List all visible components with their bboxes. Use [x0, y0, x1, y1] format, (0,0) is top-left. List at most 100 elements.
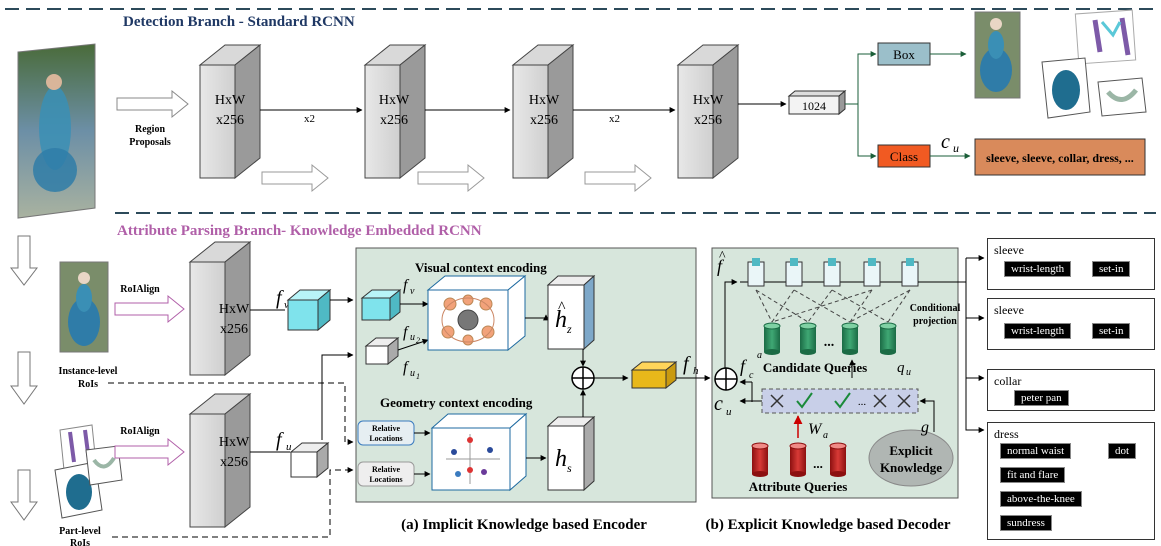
- down-arrow-1: [9, 235, 39, 286]
- det-block4-channels: x256: [694, 113, 722, 128]
- fc-1024-box: [787, 89, 847, 116]
- attribute-queries-label: Attribute Queries: [749, 479, 848, 494]
- hollow-arrow-2: [417, 163, 485, 193]
- attr-block1-channels: x256: [220, 322, 248, 337]
- hs-symbol: h: [555, 446, 567, 472]
- class-output-text: sleeve, sleeve, collar, dress, ...: [986, 151, 1134, 165]
- det-block1-channels: x256: [216, 113, 244, 128]
- roialign-arrow-2: [114, 437, 185, 467]
- output-category: collar: [994, 374, 1022, 388]
- region-proposals-label-1: Region: [135, 124, 165, 135]
- visual-context-title: Visual context encoding: [415, 260, 547, 275]
- candidate-queries-label: Candidate Queries: [763, 360, 867, 375]
- roialign-label-1: RoIAlign: [120, 284, 160, 295]
- class-output-bar: [974, 138, 1146, 176]
- rel-loc1-line2: Locations: [369, 434, 402, 443]
- hz-hat: ^: [558, 299, 566, 316]
- wa-subscript: a: [823, 430, 828, 441]
- enc-fv-subscript: v: [410, 286, 415, 297]
- fh-subscript: h: [693, 365, 699, 377]
- det-block2-size: HxW: [379, 93, 410, 108]
- attribute-tag: above-the-knee: [1000, 491, 1082, 507]
- rel-loc2-line2: Locations: [369, 475, 402, 484]
- attribute-tag: fit and flare: [1000, 467, 1066, 483]
- part-rois-label-2: RoIs: [70, 538, 90, 546]
- hollow-arrow-3: [584, 163, 652, 193]
- fhat-route: [724, 279, 738, 373]
- fu-to-encoder: [321, 352, 354, 440]
- attribute-tag: dot: [1108, 443, 1137, 459]
- attr-block2-channels: x256: [220, 455, 248, 470]
- instance-roi-image: [59, 261, 109, 353]
- fhat-symbol: f: [717, 256, 725, 276]
- geometry-context-cube: [430, 412, 528, 492]
- query-cross-lines: [755, 289, 911, 323]
- instance-roi-dashed-route: [108, 382, 354, 445]
- roialign-arrow-1: [114, 294, 185, 324]
- fu-feature-cube: [289, 441, 330, 479]
- attribute-selection-bar: [761, 388, 919, 414]
- region-proposals-label-2: Proposals: [129, 137, 171, 148]
- det-block4-size: HxW: [693, 93, 724, 108]
- down-arrow-2: [10, 351, 38, 405]
- fh-feature-cube: [630, 360, 678, 390]
- g-symbol: g: [921, 419, 929, 436]
- attribute-tag: normal waist: [1000, 443, 1072, 459]
- x2-label-2: x2: [609, 113, 620, 125]
- detection-branch-title: Detection Branch - Standard RCNN: [123, 14, 355, 30]
- attr-block1-size: HxW: [219, 302, 250, 317]
- class-label: Class: [890, 149, 918, 164]
- hz-symbol: h: [555, 307, 567, 333]
- candidate-dots: ...: [824, 335, 835, 350]
- rel-loc2-line1: Relative: [372, 465, 400, 474]
- attribute-query-cylinders: [751, 442, 847, 477]
- decoder-caption: (b) Explicit Knowledge based Decoder: [706, 517, 951, 533]
- wa-symbol: W: [808, 421, 823, 438]
- fu-symbol: f: [276, 429, 284, 451]
- det-block3-channels: x256: [530, 113, 558, 128]
- box-label: Box: [893, 47, 915, 62]
- enc-fu1-symbol: f: [403, 359, 410, 376]
- attribute-branch-title: Attribute Parsing Branch- Knowledge Embe…: [117, 223, 482, 239]
- detection-feature-block-4: [676, 43, 740, 180]
- region-proposals-arrow: [116, 89, 189, 119]
- qu-symbol: q: [897, 360, 905, 376]
- instance-rois-label-1: Instance-level: [59, 366, 118, 377]
- enc-fu2-subsub: 2: [416, 336, 420, 345]
- branch-to-class: [857, 104, 877, 159]
- rel-loc1-line1: Relative: [372, 424, 400, 433]
- fv-small-cube: [360, 288, 402, 322]
- attribute-tag: sundress: [1000, 515, 1052, 531]
- down-arrow-3: [10, 469, 38, 521]
- encoder-caption: (a) Implicit Knowledge based Encoder: [401, 517, 647, 533]
- fv-symbol: f: [276, 287, 284, 309]
- explicit-knowledge-line2: Knowledge: [880, 460, 942, 475]
- output-category: sleeve: [994, 303, 1024, 317]
- attribute-tag: wrist-length: [1004, 261, 1072, 277]
- attribute-tag: wrist-length: [1004, 323, 1072, 339]
- enc-fu1-subsub: 1: [416, 372, 420, 381]
- branch-to-box: [845, 51, 877, 105]
- hs-feature-block: [546, 415, 596, 492]
- fv-feature-cube: [286, 288, 332, 332]
- output-category: dress: [994, 427, 1019, 441]
- det-block1-size: HxW: [215, 93, 246, 108]
- output-panel-sleeve-2: sleeve wrist-length set-in: [987, 298, 1155, 350]
- fc-1024-label: 1024: [802, 99, 826, 113]
- detection-feature-block-3: [511, 43, 575, 180]
- explicit-knowledge-line1: Explicit: [889, 443, 933, 458]
- fu-subscript: u: [286, 441, 292, 453]
- attribute-tag: set-in: [1092, 261, 1131, 277]
- fca-subscript: c: [749, 370, 754, 381]
- detection-feature-block-1: [198, 43, 262, 180]
- part-roi-dashed-route: [112, 467, 354, 538]
- encoder-sum-icon: [571, 366, 595, 390]
- geometry-context-title: Geometry context encoding: [380, 395, 533, 410]
- detected-crops-image: [974, 9, 1147, 119]
- fca-superscript: a: [757, 350, 762, 361]
- hollow-arrow-1: [261, 163, 329, 193]
- enc-fu1-sub: u: [410, 368, 415, 379]
- attr-block2-size: HxW: [219, 435, 250, 450]
- enc-fu2-symbol: f: [403, 324, 410, 341]
